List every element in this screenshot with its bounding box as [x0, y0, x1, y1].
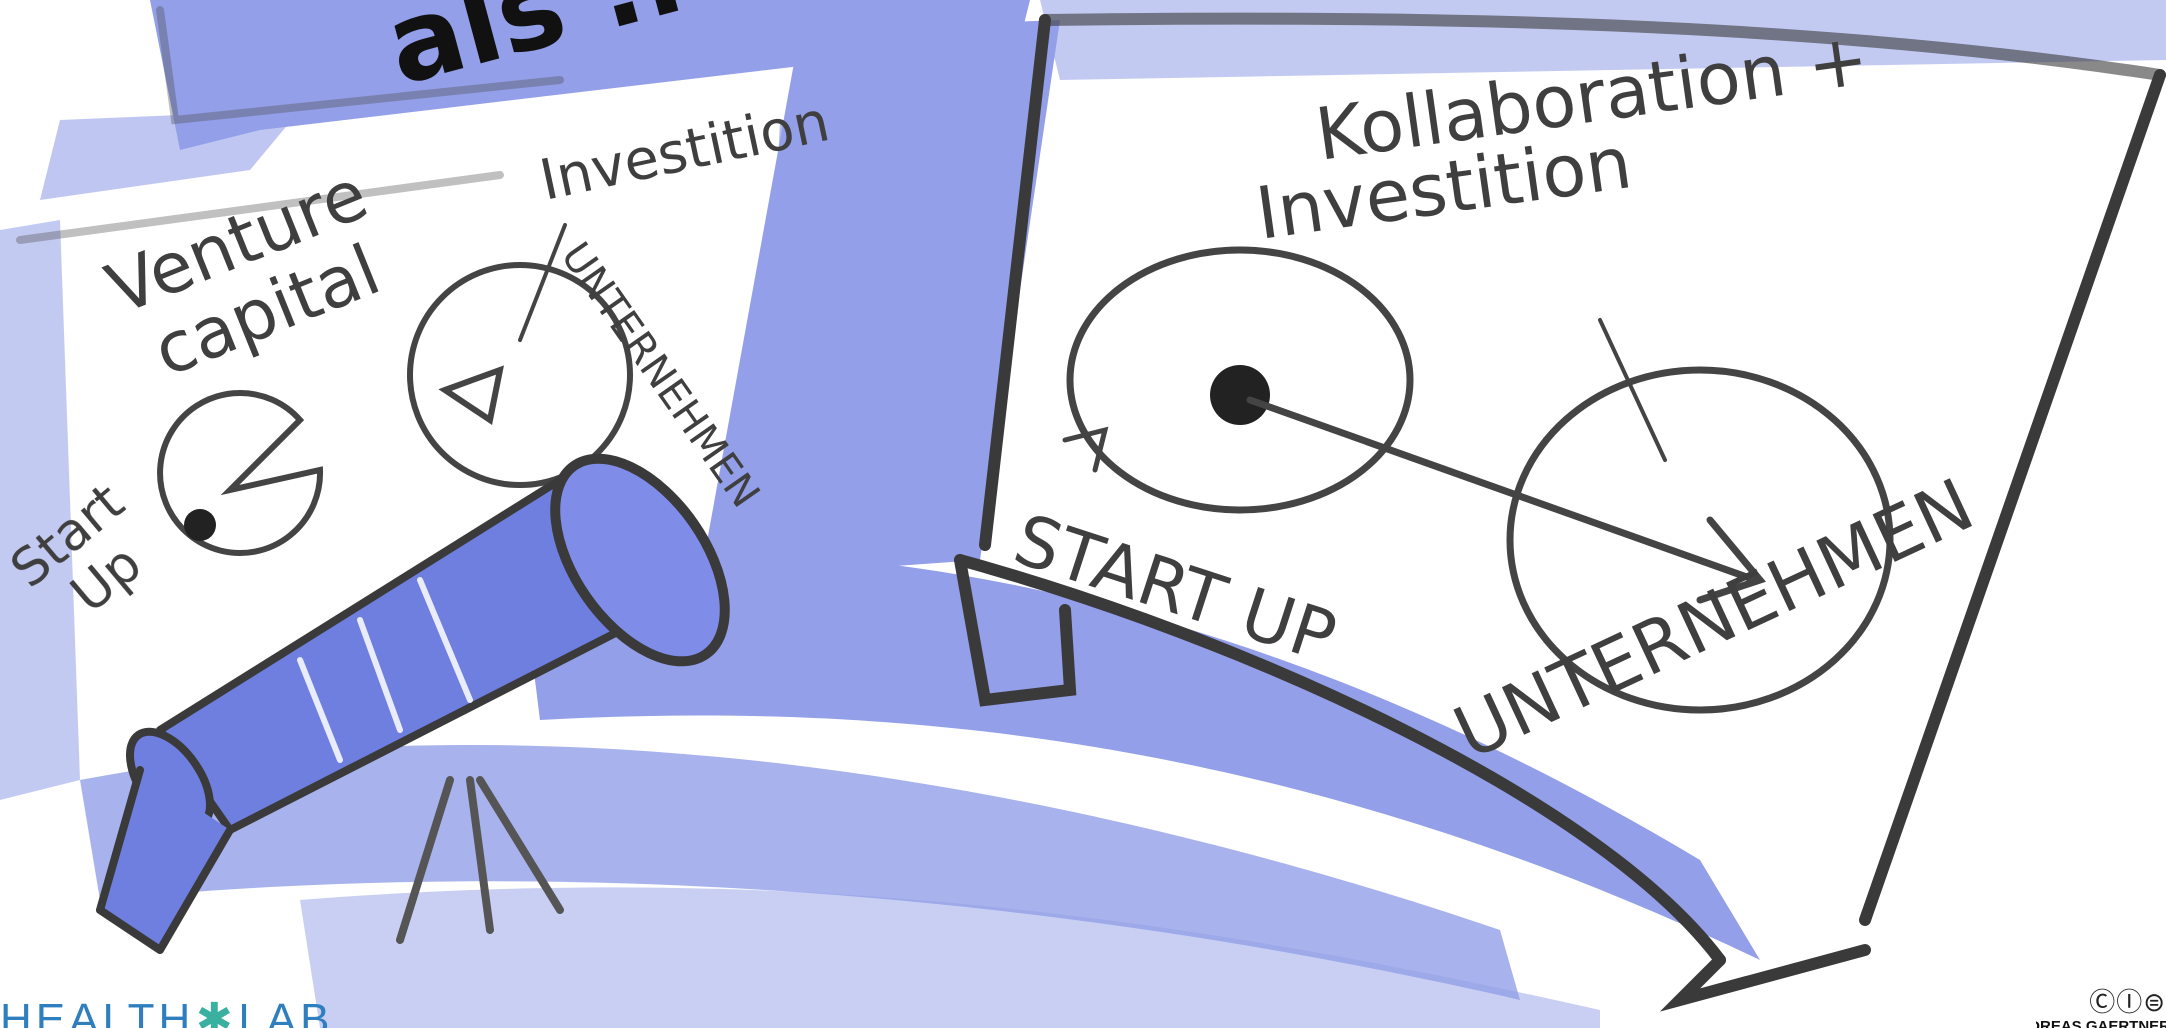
healthlab-logo: HEALTH✱LAB — [0, 995, 334, 1028]
company-triangle-icon — [438, 365, 504, 425]
left-panel-frame — [16, 6, 564, 244]
company-circle-icon — [1506, 366, 1894, 714]
creative-commons-icon: ⒸⒾ⊜ — [2089, 988, 2166, 1018]
right-panel-drawings — [1062, 246, 1894, 714]
author-credit: ANDREAS GAERTNER — [2036, 1018, 2166, 1028]
startup-dot-icon — [184, 509, 216, 541]
arrow-icon — [1246, 396, 1759, 584]
logo-text-health: HEALTH — [0, 995, 195, 1028]
company-label: UNTERNEHMEN — [1442, 462, 1986, 775]
startup-pacman-icon — [157, 389, 324, 556]
startup-dot-icon — [1210, 365, 1270, 425]
left-panel-drawings — [157, 223, 633, 556]
logo-star-icon: ✱ — [195, 995, 237, 1028]
logo-text-lab: LAB — [238, 995, 334, 1028]
megaphone-icon — [96, 453, 730, 954]
startup-circle-icon — [1066, 246, 1414, 514]
company-circle-icon — [407, 262, 633, 488]
right-panel-frame — [954, 12, 2166, 1012]
license-block: ⒸⒾ⊜ ANDREAS GAERTNER — [2036, 982, 2166, 1028]
